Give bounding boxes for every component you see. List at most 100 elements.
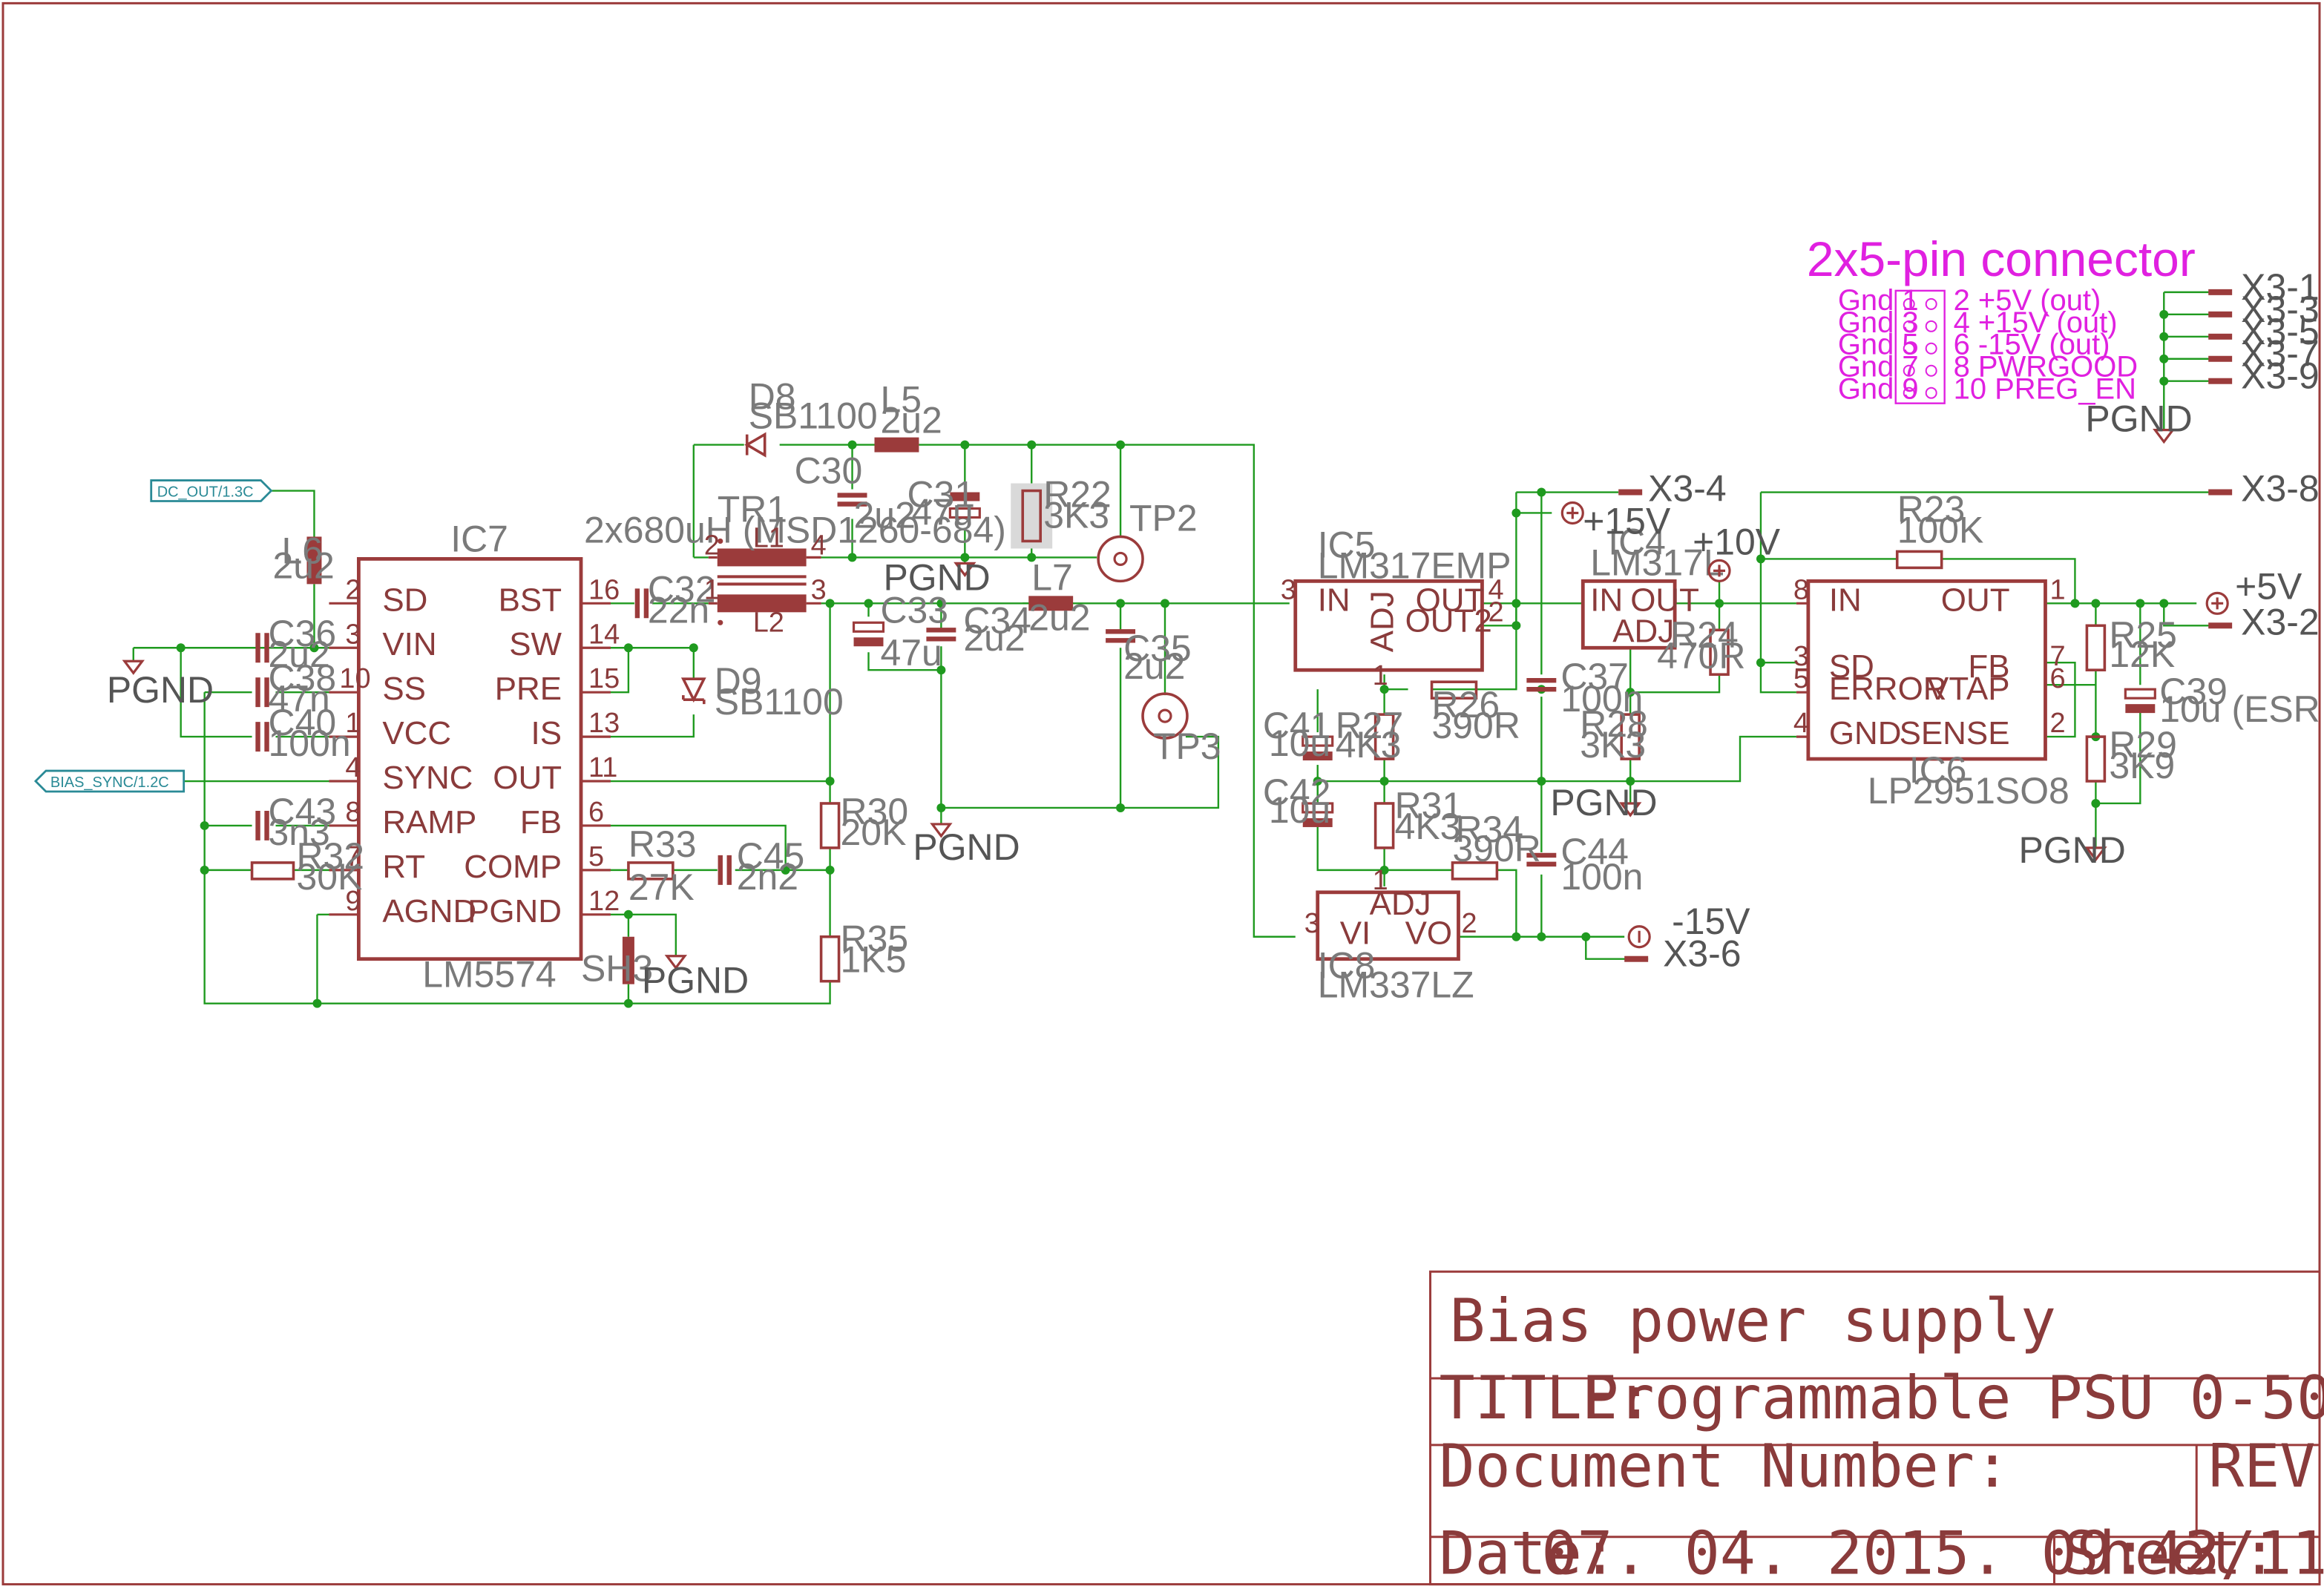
tr1-pin1: 1 xyxy=(704,574,720,605)
ic8-vo: VO xyxy=(1405,915,1452,952)
r30-value: 20K xyxy=(841,812,907,853)
r33-resistor xyxy=(627,861,674,881)
labels-mid: D8 SB1100 L5 2u2 C30 2u2 C31 47u R22 3K3… xyxy=(749,376,1192,688)
ic5-pin2: 2 xyxy=(1488,596,1503,628)
r28-value: 3K3 xyxy=(1580,724,1646,766)
ground-symbols xyxy=(122,429,2176,970)
tr1-pin4: 4 xyxy=(811,530,827,561)
parts-right xyxy=(1301,550,2156,881)
ic6-pinno-7: 7 xyxy=(2049,641,2065,672)
r32-value: 30K xyxy=(296,856,362,898)
ic7-pinno-4: 4 xyxy=(345,752,361,783)
c44-name: C44 xyxy=(1560,831,1629,872)
tb-sheet-label: Sheet: xyxy=(2063,1519,2277,1588)
ic5-lm317emp[interactable]: IN OUT OUT2 ADJ 3 4 2 1 IC5 LM317EMP xyxy=(1281,524,1511,691)
ic7-pin-rt: RT xyxy=(382,849,425,885)
tr1-pin2: 2 xyxy=(704,530,720,561)
ic6-pin-gnd: GND xyxy=(1829,715,1902,751)
tr1-pin3: 3 xyxy=(811,574,827,605)
ic6-pinno-6: 6 xyxy=(2049,663,2065,694)
r28-name: R28 xyxy=(1580,703,1648,745)
net-x3-6: X3-6 xyxy=(1663,933,1741,975)
supply-symbols xyxy=(1560,501,2229,949)
connector-legend: 2x5-pin connector Gnd 1 Gnd 3 Gnd 5 Gnd … xyxy=(1807,231,2196,406)
pgnd-label-3: PGND xyxy=(883,556,990,598)
r31-name: R31 xyxy=(1395,785,1463,826)
r33-name: R33 xyxy=(628,823,697,865)
r23-value: 100K xyxy=(1897,509,1984,550)
ic6-pin-sd: SD xyxy=(1829,648,1874,685)
r24-name: R24 xyxy=(1670,614,1739,656)
ic6-part: LP2951SO8 xyxy=(1868,770,2069,812)
ic6-pinno-4: 4 xyxy=(1793,708,1809,739)
sh3-name: SH3 xyxy=(581,948,653,990)
legend-sig-8: 8 PWRGOOD xyxy=(1954,351,2138,384)
offsheet-bias-sync[interactable]: BIAS_SYNC/1.2C xyxy=(33,769,186,793)
ic7-pinno-10: 10 xyxy=(339,663,370,694)
c39-name: C39 xyxy=(2159,671,2228,712)
ic7-pin-sw: SW xyxy=(509,626,562,662)
legend-gnd-1: Gnd 1 xyxy=(1838,284,1919,317)
ic7-pinno-14: 14 xyxy=(588,619,620,650)
c34-name: C34 xyxy=(963,599,1031,641)
l7-name: L7 xyxy=(1031,556,1073,598)
c42-name: C42 xyxy=(1263,772,1331,813)
l5-name: L5 xyxy=(880,379,922,421)
offsheet-dc-out[interactable]: DC_OUT/1.3C xyxy=(150,479,273,502)
tb-doc-label: Document Number: xyxy=(1440,1432,2010,1501)
c40-value: 100n xyxy=(269,723,351,764)
ic7-pin-sd: SD xyxy=(382,582,427,618)
ic4-out: OUT xyxy=(1630,582,1699,618)
ic8-pin3: 3 xyxy=(1304,908,1320,939)
ic7-pin-sync: SYNC xyxy=(382,760,473,796)
ic6-pinno-5: 5 xyxy=(1793,663,1809,694)
legend-gnd-7: Gnd 7 xyxy=(1838,351,1919,384)
pgnd-label-2: PGND xyxy=(642,960,749,1001)
ic8-lm337lz[interactable]: VI VO ADJ 3 2 1 IC8 LM337LZ xyxy=(1304,865,1477,1006)
ic6-pinno-3: 3 xyxy=(1793,641,1809,672)
r22-name: R22 xyxy=(1043,473,1112,515)
tr1-transformer[interactable]: TR1 2x680uH (MSD1260-684) L1 L2 2 1 4 3 xyxy=(584,488,1006,638)
ic5-out: OUT xyxy=(1416,582,1485,618)
ic7-lm5574[interactable]: IC7 LM5574 SD VIN SS VCC SYNC RAMP RT AG… xyxy=(329,518,620,996)
ic4-lm317l[interactable]: IN OUT ADJ IC4 LM317L xyxy=(1580,521,1724,650)
net-plus5: +5V xyxy=(2235,565,2302,607)
r24-value: 470R xyxy=(1657,635,1745,677)
tb-date-label: Date: xyxy=(1440,1519,1618,1588)
ic7-pinno-1: 1 xyxy=(345,708,361,739)
c38-name: C38 xyxy=(269,657,337,699)
r25-value: 12K xyxy=(2109,634,2175,675)
r35-value: 1K5 xyxy=(841,939,907,981)
x3-stubs xyxy=(1618,289,2233,962)
c31-value: 47u xyxy=(911,491,973,533)
r34-value: 390R xyxy=(1453,828,1541,869)
ic7-pin-pgnd: PGND xyxy=(467,893,562,930)
legend-sig-6: 6 -15V (out) xyxy=(1954,329,2110,361)
l6-inductor xyxy=(306,536,322,585)
parts-left xyxy=(250,536,841,984)
ic5-pin1: 1 xyxy=(1373,660,1388,691)
ic6-pin-in: IN xyxy=(1829,582,1862,618)
l7-inductor xyxy=(1028,596,1074,611)
ic8-pin2: 2 xyxy=(1461,908,1477,939)
net-x3-2: X3-2 xyxy=(2241,601,2319,642)
ic6-lp2951[interactable]: IN SD ERROR GND OUT FB VTAP SENSE 8 3 5 … xyxy=(1793,574,2069,812)
ic4-in: IN xyxy=(1590,582,1623,618)
ic7-pinno-9: 9 xyxy=(345,886,361,917)
test-points[interactable]: TP2 TP3 xyxy=(1097,497,1221,767)
net-plus15: +15V xyxy=(1583,500,1671,542)
c41-value: 10u xyxy=(1269,723,1330,764)
d9-value: SB1100 xyxy=(715,681,844,723)
c39-value: 10u (ESR ~5R) xyxy=(2159,688,2324,730)
ic5-adj: ADJ xyxy=(1365,590,1401,652)
ic7-pinno-6: 6 xyxy=(588,797,604,828)
ic8-vi: VI xyxy=(1340,915,1371,952)
ic7-pin-vcc: VCC xyxy=(382,715,451,751)
c41-name: C41 xyxy=(1263,705,1331,746)
ic7-pinno-2: 2 xyxy=(345,574,361,605)
legend-sig-10: 10 PREG_EN xyxy=(1954,373,2136,406)
l6-name: L6 xyxy=(282,530,324,571)
c37-name: C37 xyxy=(1560,656,1629,697)
legend-gnd-5: Gnd 5 xyxy=(1838,329,1919,361)
